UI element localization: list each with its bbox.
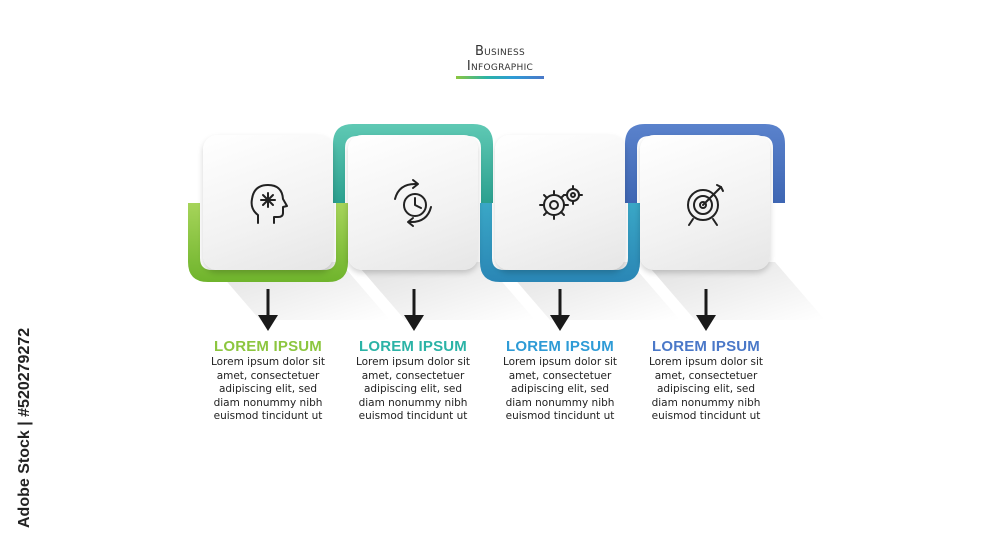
step-3-line: diam nonummy nibh bbox=[505, 396, 615, 409]
step-1-heading: LOREM IPSUM bbox=[213, 338, 323, 355]
step-3-line: Lorem ipsum dolor sit bbox=[502, 356, 618, 368]
step-card-1 bbox=[203, 135, 333, 270]
target-icon bbox=[687, 183, 724, 226]
ribbon-step-1 bbox=[188, 203, 348, 282]
stock-id-text: Adobe Stock | #520279272 bbox=[16, 328, 33, 528]
step-1-line: Lorem ipsum dolor sit bbox=[210, 356, 326, 368]
step-1-description: Lorem ipsum dolor sit amet, consectetuer… bbox=[198, 356, 338, 424]
step-3-line: amet, consectetuer bbox=[508, 369, 612, 382]
down-arrow-1 bbox=[258, 289, 278, 331]
step-4-line: amet, consectetuer bbox=[654, 369, 758, 382]
step-3-heading: LOREM IPSUM bbox=[505, 338, 615, 355]
stock-id-watermark: Adobe Stock | #520279272 bbox=[16, 328, 33, 528]
down-arrow-4 bbox=[696, 289, 716, 331]
step-2-line: euismod tincidunt ut bbox=[358, 410, 468, 422]
step-4-description: Lorem ipsum dolor sit amet, consectetuer… bbox=[636, 356, 776, 424]
gears-icon bbox=[539, 184, 583, 220]
step-1-line: euismod tincidunt ut bbox=[213, 410, 323, 422]
ribbon-step-3 bbox=[480, 203, 640, 282]
step-4-line: diam nonummy nibh bbox=[651, 396, 761, 409]
ribbon-step-2 bbox=[333, 124, 493, 203]
down-arrow-2 bbox=[404, 289, 424, 331]
step-2-line: amet, consectetuer bbox=[361, 369, 465, 382]
page-title: Business Infographic bbox=[440, 44, 560, 74]
step-2-line: Lorem ipsum dolor sit bbox=[355, 356, 471, 368]
step-3-description: Lorem ipsum dolor sit amet, consectetuer… bbox=[490, 356, 630, 424]
step-card-2 bbox=[348, 135, 478, 270]
step-1-line: amet, consectetuer bbox=[216, 369, 320, 382]
step-4-heading: LOREM IPSUM bbox=[651, 338, 761, 355]
step-4-line: adipiscing elit, sed bbox=[656, 383, 756, 395]
step-2-line: diam nonummy nibh bbox=[358, 396, 468, 409]
title-gradient-underline bbox=[456, 76, 544, 79]
step-2-heading: LOREM IPSUM bbox=[358, 338, 468, 355]
title-line-2: Infographic bbox=[466, 59, 534, 74]
step-1-line: adipiscing elit, sed bbox=[218, 383, 318, 395]
step-4-line: Lorem ipsum dolor sit bbox=[648, 356, 764, 368]
step-4-line: euismod tincidunt ut bbox=[651, 410, 761, 422]
clock-cycle-icon bbox=[394, 178, 432, 227]
step-3-line: adipiscing elit, sed bbox=[510, 383, 610, 395]
step-2-line: adipiscing elit, sed bbox=[363, 383, 463, 395]
step-1-line: diam nonummy nibh bbox=[213, 396, 323, 409]
head-idea-icon bbox=[250, 183, 288, 224]
title-line-1: Business bbox=[474, 44, 526, 59]
step-card-4 bbox=[640, 135, 770, 270]
step-2-description: Lorem ipsum dolor sit amet, consectetuer… bbox=[343, 356, 483, 424]
down-arrow-3 bbox=[550, 289, 570, 331]
step-card-3 bbox=[495, 135, 625, 270]
ribbon-step-4 bbox=[625, 124, 785, 203]
step-3-line: euismod tincidunt ut bbox=[505, 410, 615, 422]
